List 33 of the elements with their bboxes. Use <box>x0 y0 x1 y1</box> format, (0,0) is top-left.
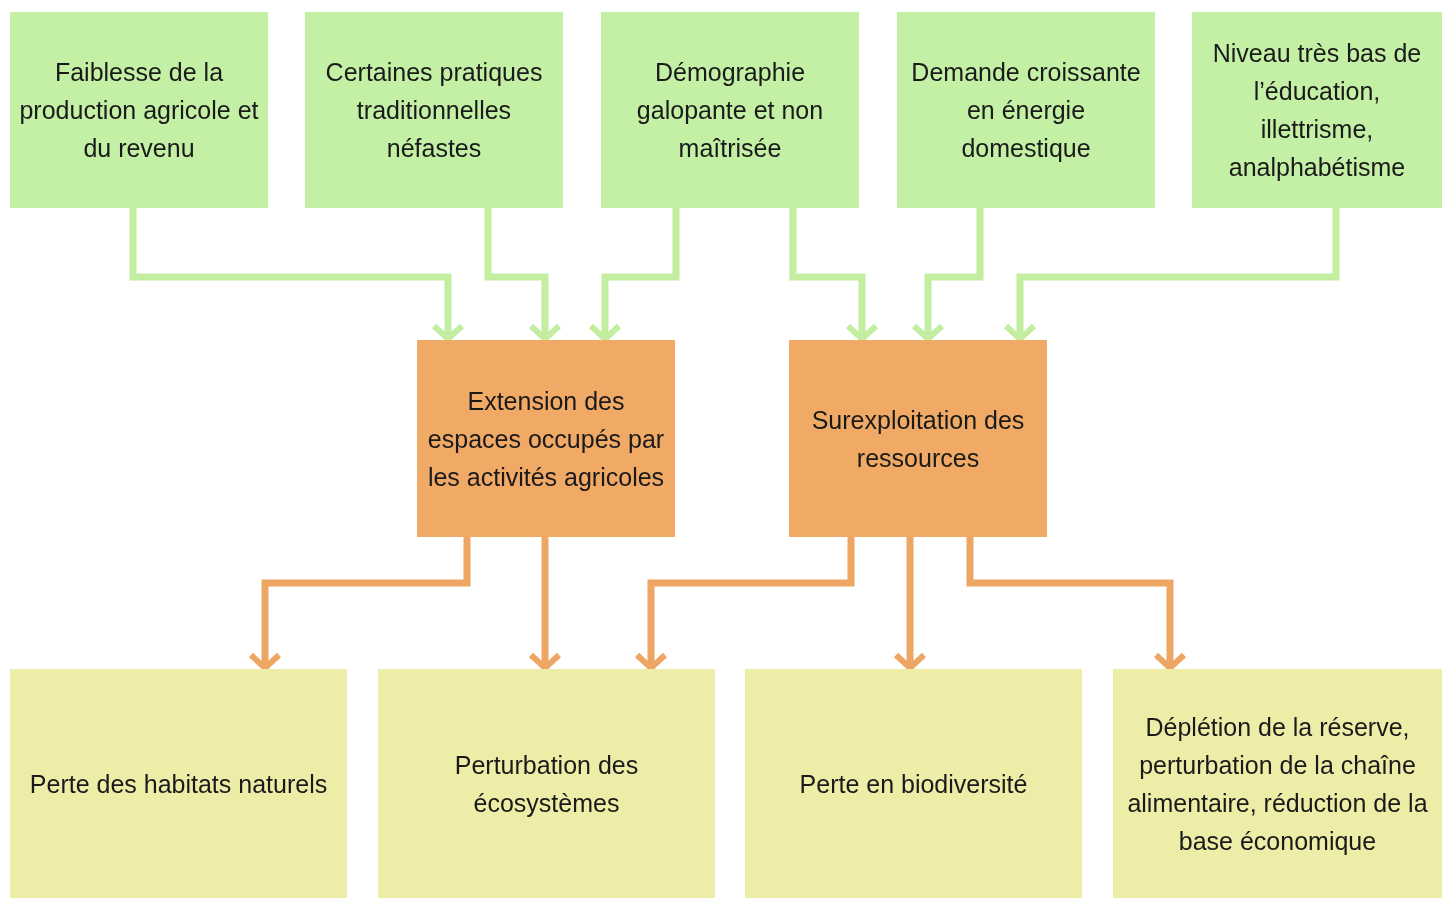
arrow <box>789 208 879 342</box>
box-text: Surexploitation des ressources <box>810 404 1026 474</box>
box <box>378 669 715 898</box>
box-text: Perturbation des écosystèmes <box>453 749 640 819</box>
box-text: Démographie galopante et non maîtrisée <box>635 57 825 164</box>
box <box>1192 12 1442 208</box>
arrow <box>248 537 471 671</box>
arrow <box>484 208 562 342</box>
box-text: Faiblesse de la production agricole et du revenu <box>18 57 260 164</box>
box <box>10 12 268 208</box>
arrow <box>1003 208 1340 342</box>
arrow <box>588 208 680 342</box>
box-text: Demande croissante en énergie domestique <box>910 57 1142 164</box>
box <box>10 669 347 898</box>
arrow <box>528 537 562 671</box>
box <box>305 12 563 208</box>
arrow <box>911 208 984 342</box>
arrow <box>634 537 855 671</box>
arrow <box>129 208 465 342</box>
box <box>745 669 1082 898</box>
box <box>601 12 859 208</box>
box <box>897 12 1155 208</box>
box-text: Perte des habitats naturels <box>29 768 328 800</box>
box-text: Certaines pratiques traditionnelles néfastes <box>324 57 544 164</box>
box <box>789 340 1047 537</box>
box-text: Extension des espaces occupés par les activités agricoles <box>426 385 666 493</box>
box-text: Perte en biodiversité <box>799 768 1028 800</box>
box <box>417 340 675 537</box>
box-text: Niveau très bas de l’éducation, illettrisme, analphabétisme <box>1211 38 1423 183</box>
box <box>1113 669 1442 898</box>
arrow <box>893 537 927 671</box>
box-text: Déplétion de la réserve, perturbation de la chaîne alimentaire, réduction de la base économique <box>1126 711 1429 857</box>
arrow <box>966 537 1187 671</box>
